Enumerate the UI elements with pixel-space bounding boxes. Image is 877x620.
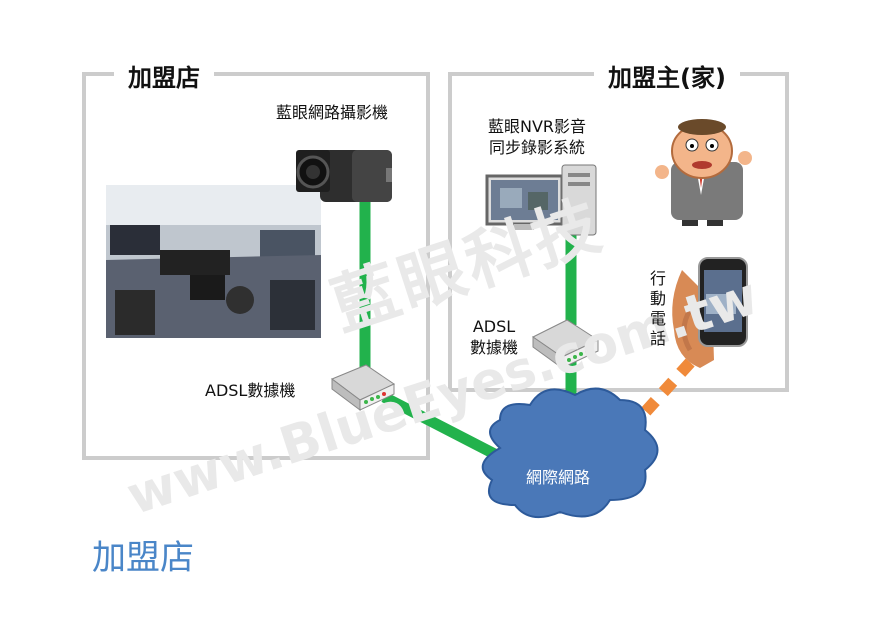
network-camera — [296, 150, 392, 202]
store-adsl-modem — [330, 364, 396, 411]
mobile-label: 行動電話 — [647, 270, 666, 350]
store-modem-link — [381, 392, 513, 467]
owner-adsl-modem — [532, 319, 600, 369]
business-owner-illustration — [655, 119, 752, 226]
camera-label: 藍眼網路攝影機 — [276, 103, 389, 122]
mobile-phone-in-hand — [672, 257, 748, 368]
store-panel-title: 加盟店 — [114, 58, 214, 93]
caption: 加盟店 — [92, 538, 194, 578]
store-interior-photo — [106, 185, 321, 338]
nvr-computer — [485, 164, 597, 236]
owner-panel-title: 加盟主(家) — [594, 58, 740, 93]
store-panel-frame — [82, 72, 430, 460]
nvr-label-line2: 同步錄影系統 — [489, 138, 586, 157]
owner-modem-label-line1: ADSL — [472, 317, 516, 336]
owner-modem-label-line2: 數據機 — [470, 338, 519, 357]
internet-cloud — [481, 387, 659, 519]
store-modem-label: ADSL數據機 — [205, 381, 296, 400]
nvr-label-line1: 藍眼NVR影音 — [488, 117, 587, 136]
wireless-link — [606, 340, 711, 455]
internet-label: 網際網路 — [526, 468, 591, 487]
owner-modem-label: ADSL 數據機 — [470, 316, 518, 358]
nvr-label: 藍眼NVR影音 同步錄影系統 — [488, 116, 586, 158]
